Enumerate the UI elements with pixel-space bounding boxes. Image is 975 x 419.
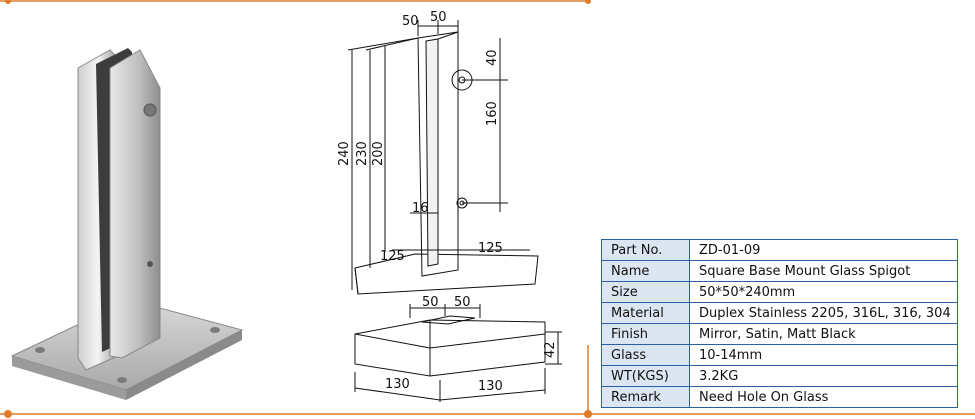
- dim-height-overall: 240: [337, 141, 352, 166]
- spec-value: Square Base Mount Glass Spigot: [689, 260, 958, 282]
- dim-base-height: 42: [543, 341, 558, 358]
- dim-slot-width: 16: [412, 201, 429, 216]
- dim-base-left: 125: [380, 249, 405, 264]
- dim-hole-spacing: 160: [485, 101, 500, 126]
- dim-base-right: 125: [478, 241, 503, 256]
- spec-key: Glass: [601, 344, 690, 366]
- dim-base-width-right: 130: [478, 379, 503, 394]
- spec-key: Remark: [601, 386, 690, 408]
- spec-key: Finish: [601, 323, 690, 345]
- spec-value: Mirror, Satin, Matt Black: [689, 323, 958, 345]
- spec-value: 3.2KG: [689, 365, 958, 387]
- spec-value: Duplex Stainless 2205, 316L, 316, 304: [689, 302, 958, 324]
- dim-base-width-left: 130: [385, 377, 410, 392]
- base-plate-drawing: 50 50 42 130 130: [354, 295, 562, 402]
- spec-key: Material: [601, 302, 690, 324]
- spec-key: Size: [601, 281, 690, 303]
- spec-value: 50*50*240mm: [689, 281, 958, 303]
- product-photo: [10, 48, 244, 400]
- dim-height-200: 200: [371, 141, 386, 166]
- table-row: WT(KGS)3.2KG: [601, 365, 958, 387]
- dim-top-right: 50: [430, 10, 447, 25]
- spec-value: Need Hole On Glass: [689, 386, 958, 408]
- dim-base-top-right: 50: [454, 295, 471, 310]
- post-drawing: 50 50 40 160 240 230 200 16 125 125: [337, 10, 539, 295]
- spec-key: Name: [601, 260, 690, 282]
- spec-key: WT(KGS): [601, 365, 690, 387]
- dim-top-left: 50: [402, 14, 419, 29]
- dim-base-top-left: 50: [422, 295, 439, 310]
- spec-key: Part No.: [601, 239, 690, 261]
- dim-height-230: 230: [355, 141, 370, 166]
- table-row: Part No.ZD-01-09: [601, 239, 958, 261]
- spec-value: ZD-01-09: [689, 239, 958, 261]
- dim-hole-offset: 40: [485, 49, 500, 66]
- spec-value: 10-14mm: [689, 344, 958, 366]
